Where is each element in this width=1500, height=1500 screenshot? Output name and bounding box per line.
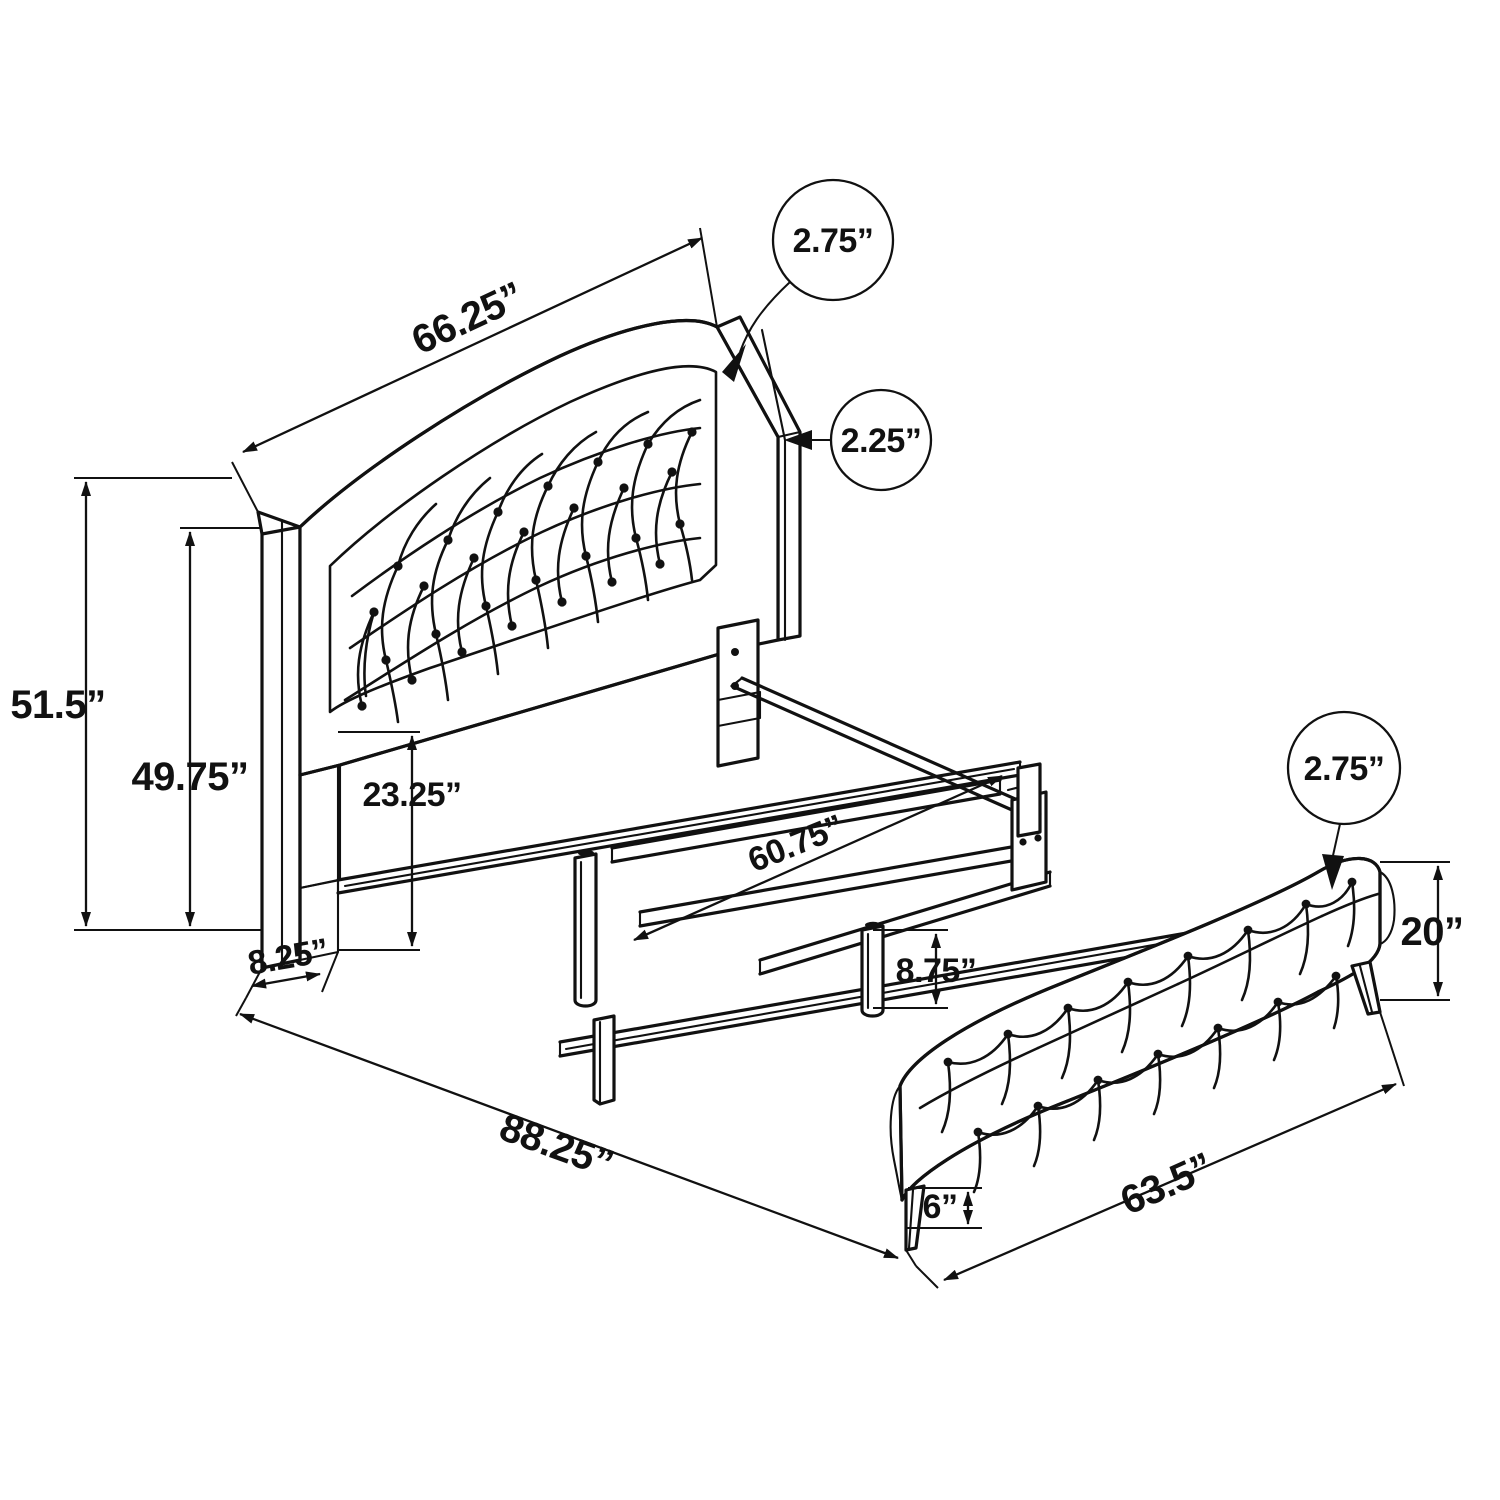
dimension-label-51-5: 51.5” — [10, 683, 105, 727]
dimension-label-20: 20” — [1401, 910, 1464, 954]
rail-headboard-connector — [298, 690, 762, 890]
footboard-leg-right — [1350, 960, 1382, 1016]
dimension-headboard-depth: 8.25” — [245, 931, 339, 999]
headboard-assembly — [256, 315, 802, 970]
center-leg-front — [860, 921, 885, 1018]
headboard-panel — [260, 318, 780, 962]
callout-headboard-top-thickness: 2.75” — [722, 178, 895, 382]
callout-bubble-275-top — [771, 178, 895, 302]
dimension-label-60-75: 60.75” — [743, 808, 849, 880]
dimension-label-23-25: 23.25” — [362, 776, 461, 814]
frame-leg-front-right — [1016, 762, 1042, 838]
callout-footboard-top-thickness: 2.75” — [1286, 710, 1402, 890]
dimension-overall-height: 51.5” — [10, 477, 262, 931]
headboard-left-wing — [256, 510, 340, 970]
footboard-panel — [889, 856, 1396, 1202]
callout-bubble-275-foot — [1286, 710, 1402, 826]
footboard-leg-left — [904, 1184, 926, 1252]
callout-headboard-wing-thickness: 2.25” — [784, 388, 933, 492]
dimension-label-63-5: 63.5” — [1114, 1145, 1219, 1224]
dimension-label-88-25: 88.25” — [494, 1105, 619, 1186]
dimension-headboard-panel-height: 49.75” — [131, 527, 262, 931]
frame-leg-rear-left — [592, 1014, 616, 1106]
center-leg-rear — [573, 849, 598, 1008]
dimension-label-6: 6” — [923, 1188, 958, 1226]
dimension-label-66-25: 66.25” — [405, 274, 530, 363]
dimension-label-8-75: 8.75” — [896, 952, 977, 990]
callout-label-275-top: 2.75” — [793, 222, 874, 260]
dimension-center-leg-height: 8.75” — [873, 929, 977, 1009]
callout-label-225-wing: 2.25” — [841, 422, 922, 460]
dimension-label-49-75: 49.75” — [131, 755, 248, 799]
dimension-footboard-height: 20” — [1380, 861, 1464, 1001]
dimension-panel-to-floor: 23.25” — [338, 731, 462, 951]
callout-label-275-foot: 2.75” — [1304, 750, 1385, 788]
